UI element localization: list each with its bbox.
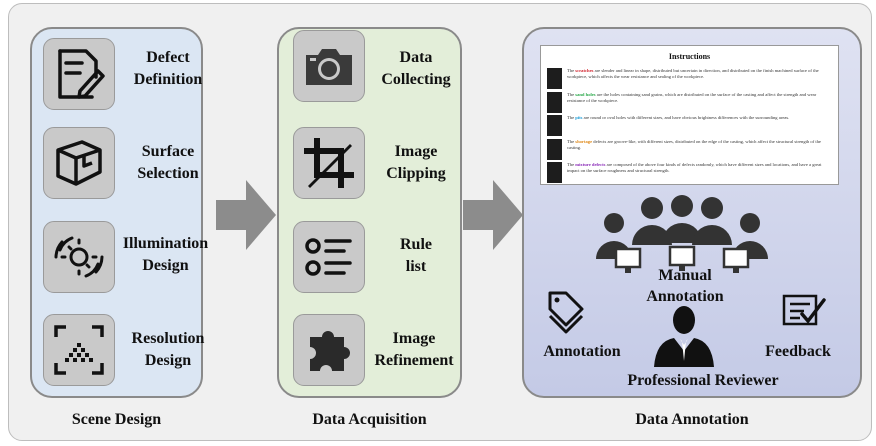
instruction-text: The mixture defects are composed of the … — [567, 162, 822, 174]
annotators-group-icon — [596, 195, 768, 273]
defect-keyword: sand holes — [575, 91, 596, 97]
instruction-text: The scratches are slender and linear in … — [567, 68, 819, 80]
edit-document-icon — [43, 38, 115, 110]
cube-icon — [43, 127, 115, 199]
crop-icon — [293, 127, 365, 199]
instructions-title: Instructions — [668, 52, 711, 61]
flow-arrow-2 — [463, 180, 523, 250]
instruction-row: The mixture defects are composed of the … — [547, 162, 835, 184]
defect-keyword: mixture defects — [575, 162, 606, 167]
data-annotation-caption: Data Annotation — [635, 411, 749, 428]
defect-thumbnail — [547, 115, 562, 136]
defect-keyword: pits — [575, 115, 583, 120]
tag-icon — [548, 291, 584, 334]
professional-reviewer-label: Professional Reviewer — [627, 372, 779, 389]
light-icon — [43, 221, 115, 293]
instruction-text: The pits are round or oval holes with di… — [567, 115, 790, 120]
instruction-row: The pits are round or oval holes with di… — [547, 115, 835, 137]
instruction-row: The shortage defects are groove-like, wi… — [547, 138, 835, 161]
feedback-label: Feedback — [765, 343, 831, 360]
reviewer-icon — [654, 306, 714, 367]
camera-icon — [293, 30, 365, 102]
instruction-text: The shortage defects are groove-like, wi… — [567, 138, 821, 150]
flow-arrow-1 — [216, 180, 276, 250]
focus-frame-icon — [43, 314, 115, 386]
feedback-form-icon — [782, 294, 826, 326]
defect-thumbnail — [547, 91, 562, 113]
data-acquisition-caption: Data Acquisition — [312, 411, 427, 428]
instruction-row: The sand holes are the holes containing … — [547, 91, 835, 114]
defect-thumbnail — [547, 162, 562, 183]
defect-keyword: scratches — [575, 68, 594, 73]
defect-keyword: shortage — [575, 138, 593, 144]
defect-thumbnail — [547, 68, 562, 89]
scene-design-caption: Scene Design — [71, 411, 162, 428]
instructions-card: Instructions The scratches are slender a… — [540, 45, 839, 185]
puzzle-icon — [293, 314, 365, 386]
instruction-row: The scratches are slender and linear in … — [547, 68, 835, 90]
defect-thumbnail — [547, 138, 562, 160]
list-icon — [293, 221, 365, 293]
annotation-label: Annotation — [543, 343, 621, 360]
instruction-text: The sand holes are the holes containing … — [567, 91, 817, 103]
